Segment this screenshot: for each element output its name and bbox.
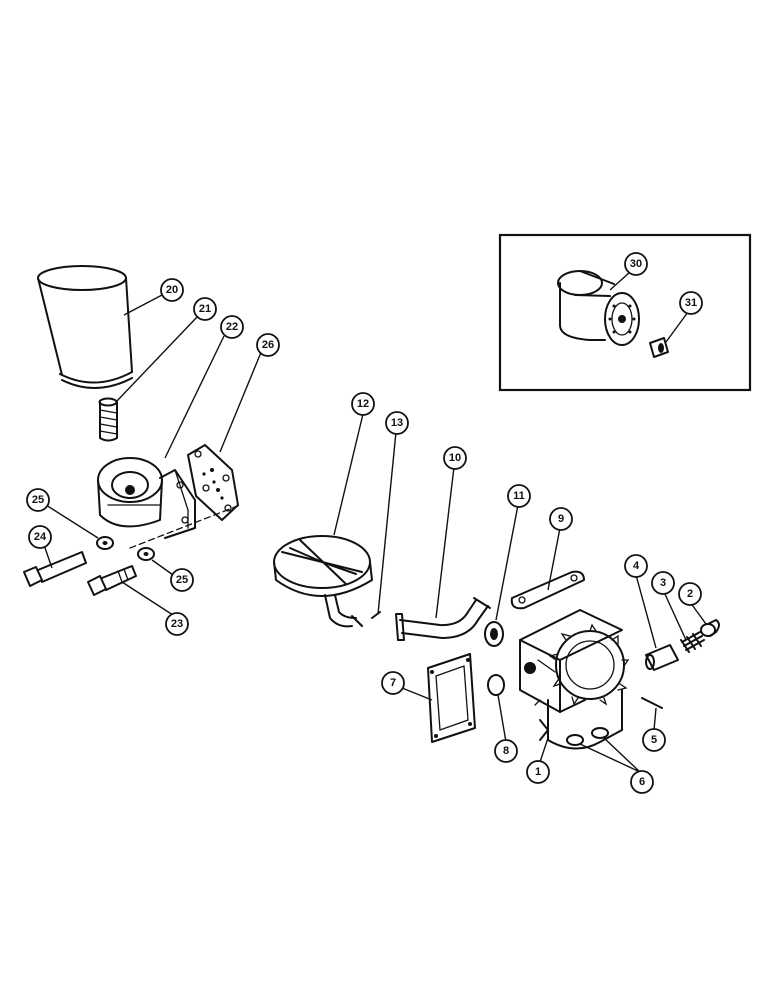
spin-on-filter-30 xyxy=(557,270,640,346)
callout-10: 10 xyxy=(443,446,467,470)
callout-9-label: 9 xyxy=(558,513,564,525)
callout-30: 30 xyxy=(624,252,648,276)
callout-10-label: 10 xyxy=(449,452,461,464)
callout-25-lower-label: 25 xyxy=(176,574,188,586)
callout-1-label: 1 xyxy=(535,766,541,778)
callout-5-label: 5 xyxy=(651,734,657,746)
callout-21-label: 21 xyxy=(199,303,211,315)
callout-21: 21 xyxy=(193,297,217,321)
oil-pump-1 xyxy=(519,609,630,750)
alignment-line xyxy=(129,504,241,549)
cap-screw-23 xyxy=(87,565,137,596)
callout-20: 20 xyxy=(160,278,184,302)
callout-12: 12 xyxy=(351,392,375,416)
stud-21 xyxy=(98,397,118,442)
callout-9: 9 xyxy=(549,507,573,531)
cover-gasket-7 xyxy=(427,653,476,743)
roll-pin-5 xyxy=(641,697,663,709)
callout-1: 1 xyxy=(526,760,550,784)
callout-12-label: 12 xyxy=(357,398,369,410)
inset-box xyxy=(498,233,752,392)
callout-22-label: 22 xyxy=(226,321,238,333)
filter-base-22 xyxy=(97,457,196,539)
callout-7-label: 7 xyxy=(390,677,396,689)
callout-25-upper-label: 25 xyxy=(32,494,44,506)
callout-20-label: 20 xyxy=(166,284,178,296)
callout-25-upper: 25 xyxy=(26,488,50,512)
plunger-4 xyxy=(645,644,679,671)
o-ring-8 xyxy=(487,674,505,696)
callout-2-label: 2 xyxy=(687,588,693,600)
callout-26-label: 26 xyxy=(262,339,274,351)
callout-3: 3 xyxy=(651,571,675,595)
callout-13: 13 xyxy=(385,411,409,435)
callout-23-label: 23 xyxy=(171,618,183,630)
callout-13-label: 13 xyxy=(391,417,403,429)
callout-8: 8 xyxy=(494,739,518,763)
callout-7: 7 xyxy=(381,671,405,695)
callout-2: 2 xyxy=(678,582,702,606)
callout-24-label: 24 xyxy=(34,531,47,543)
callout-6: 6 xyxy=(630,770,654,794)
suction-tube-10 xyxy=(395,597,491,641)
spring-3 xyxy=(680,631,705,653)
gasket-26 xyxy=(187,444,239,521)
plugs-6 xyxy=(566,727,609,746)
callout-4: 4 xyxy=(624,554,648,578)
gasket-9 xyxy=(510,570,585,610)
oil-screen-12 xyxy=(273,535,373,628)
callout-11-label: 11 xyxy=(513,490,525,502)
filter-element-20 xyxy=(37,265,133,389)
callout-23: 23 xyxy=(165,612,189,636)
callout-6-label: 6 xyxy=(639,776,645,788)
callout-25-lower: 25 xyxy=(170,568,194,592)
callout-26: 26 xyxy=(256,333,280,357)
callout-31-label: 31 xyxy=(685,297,697,309)
bolt-24 xyxy=(23,551,87,587)
callout-3-label: 3 xyxy=(660,577,666,589)
leader-lines xyxy=(43,271,707,773)
callout-22: 22 xyxy=(220,315,244,339)
adapter-31 xyxy=(649,337,669,358)
callout-24: 24 xyxy=(28,525,52,549)
cap-2 xyxy=(700,619,720,637)
washer-25-lower xyxy=(137,547,155,561)
washer-25-upper xyxy=(96,536,114,550)
callout-8-label: 8 xyxy=(503,745,509,757)
callout-11: 11 xyxy=(507,484,531,508)
callout-5: 5 xyxy=(642,728,666,752)
seal-ring-11 xyxy=(484,621,504,647)
callout-4-label: 4 xyxy=(633,560,640,572)
callout-30-label: 30 xyxy=(630,258,642,270)
callout-31: 31 xyxy=(679,291,703,315)
